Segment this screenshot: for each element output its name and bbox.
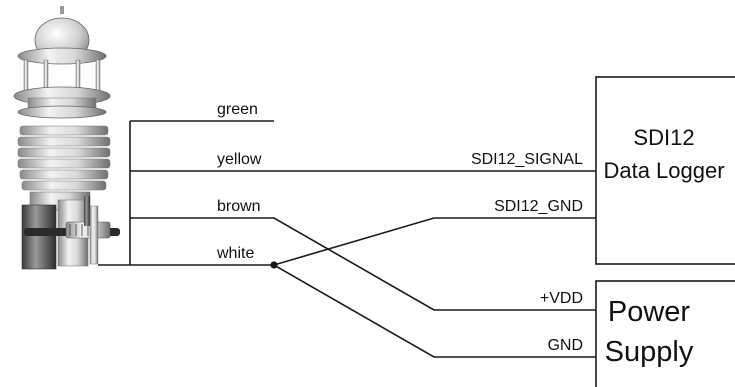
sdi12-signal-label: SDI12_SIGNAL xyxy=(471,151,583,168)
power-supply-subtitle: Supply xyxy=(605,336,694,368)
green-wire-label: green xyxy=(217,101,258,118)
sdi12-gnd-label: SDI12_GND xyxy=(494,198,583,215)
brown-wire xyxy=(130,217,596,311)
power-supply-box xyxy=(595,280,735,387)
wire-bundle xyxy=(98,120,596,358)
data-logger-box xyxy=(595,76,735,265)
vdd-label: +VDD xyxy=(540,290,583,307)
brown-wire-label: brown xyxy=(217,198,261,215)
data-logger-title: SDI12 xyxy=(633,125,694,150)
yellow-wire-label: yellow xyxy=(217,151,262,168)
power-supply-title: Power xyxy=(608,296,691,328)
white-wire xyxy=(130,264,596,358)
white-wire-label: white xyxy=(216,245,254,262)
sdi12-gnd-wire xyxy=(273,217,596,266)
gnd-label: GND xyxy=(547,337,583,354)
data-logger-subtitle: Data Logger xyxy=(603,158,724,183)
weather-station-sensor-icon xyxy=(13,6,120,270)
junction-dot xyxy=(270,261,278,269)
